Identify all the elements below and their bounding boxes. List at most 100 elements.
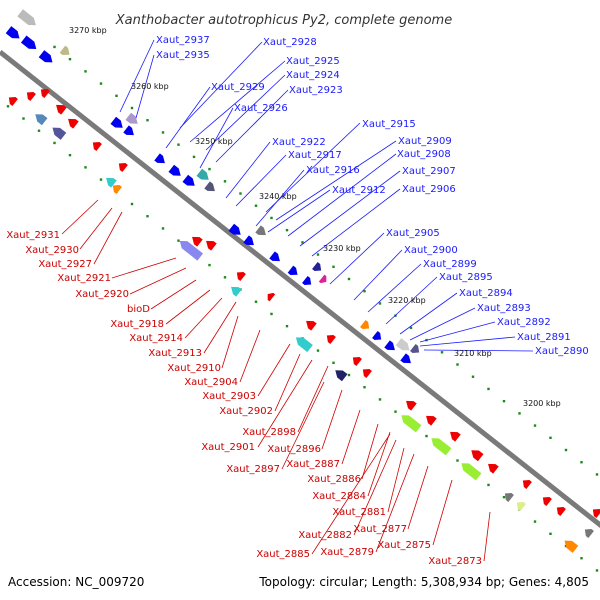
gene-arrow <box>306 320 317 331</box>
gene-label-minus[interactable]: Xaut_2884 <box>312 491 366 502</box>
gene-label-minus[interactable]: Xaut_2873 <box>428 556 482 567</box>
gene-label-plus[interactable]: Xaut_2899 <box>423 259 477 270</box>
leader-line <box>274 353 301 412</box>
gene-label-plus[interactable]: Xaut_2924 <box>286 70 340 81</box>
leader-line <box>165 289 211 325</box>
tick-dot <box>99 82 103 85</box>
tick-dot <box>53 45 56 49</box>
tick-dot <box>456 363 459 366</box>
gene-label-plus[interactable]: Xaut_2928 <box>263 37 317 48</box>
gene-arrow-shape <box>179 240 203 261</box>
gene-label-plus[interactable]: Xaut_2906 <box>402 184 456 195</box>
gene-label-plus[interactable]: Xaut_2895 <box>439 272 493 283</box>
gene-label-minus[interactable]: Xaut_2875 <box>377 540 431 551</box>
gene-arrow-shape <box>17 9 36 26</box>
gene-arrow-shape <box>564 540 579 553</box>
gene-features <box>5 9 600 553</box>
leader-line <box>375 453 415 553</box>
gene-arrow-shape <box>118 162 128 173</box>
gene-label-minus[interactable]: Xaut_2931 <box>6 230 60 241</box>
gene-label-plus[interactable]: Xaut_2900 <box>404 245 458 256</box>
gene-label-minus[interactable]: Xaut_2882 <box>298 530 352 541</box>
gene-label-minus[interactable]: Xaut_2877 <box>353 524 407 535</box>
gene-arrow <box>564 540 579 553</box>
tick-dot <box>378 302 382 305</box>
gene-label-plus[interactable]: Xaut_2929 <box>211 82 265 93</box>
gene-label-plus[interactable]: Xaut_2923 <box>289 85 343 96</box>
gene-label-plus[interactable]: Xaut_2935 <box>156 50 210 61</box>
gene-arrow <box>206 240 217 251</box>
gene-arrow <box>362 368 372 379</box>
tick-dot <box>84 166 87 169</box>
tick-dot <box>146 215 149 218</box>
tick-dot <box>502 399 506 403</box>
gene-label-minus[interactable]: bioD <box>127 304 150 315</box>
tick-dot <box>301 241 304 244</box>
tick-dot <box>223 276 227 279</box>
leader-line <box>275 140 397 221</box>
gene-arrow-shape <box>395 338 410 351</box>
gene-label-minus[interactable]: Xaut_2914 <box>129 333 183 344</box>
gene-label-plus[interactable]: Xaut_2892 <box>497 317 551 328</box>
gene-arrow <box>118 162 128 173</box>
gene-arrow <box>312 261 322 272</box>
tick-dot <box>347 373 351 377</box>
gene-label-minus[interactable]: Xaut_2886 <box>307 474 361 485</box>
gene-label-plus[interactable]: Xaut_2907 <box>402 166 456 177</box>
gene-label-plus[interactable]: Xaut_2890 <box>535 346 589 357</box>
tick-dot <box>332 361 335 364</box>
gene-label-plus[interactable]: Xaut_2912 <box>332 185 386 196</box>
gene-label-plus[interactable]: Xaut_2891 <box>517 332 571 343</box>
gene-label-plus[interactable]: Xaut_2893 <box>477 303 531 314</box>
gene-label-plus[interactable]: Xaut_2922 <box>272 137 326 148</box>
gene-label-minus[interactable]: Xaut_2897 <box>226 464 280 475</box>
gene-label-plus[interactable]: Xaut_2925 <box>286 56 340 67</box>
gene-label-plus[interactable]: Xaut_2905 <box>386 228 440 239</box>
gene-label-minus[interactable]: Xaut_2904 <box>184 377 238 388</box>
gene-arrow-shape <box>38 50 53 63</box>
tick-dot <box>549 532 552 535</box>
gene-label-minus[interactable]: Xaut_2901 <box>201 442 255 453</box>
gene-arrow-shape <box>26 91 36 102</box>
gene-label-plus[interactable]: Xaut_2916 <box>306 165 360 176</box>
gene-label-minus[interactable]: Xaut_2903 <box>202 391 256 402</box>
gene-label-minus[interactable]: Xaut_2881 <box>332 507 386 518</box>
gene-label-plus[interactable]: Xaut_2894 <box>459 288 513 299</box>
gene-label-minus[interactable]: Xaut_2887 <box>286 459 340 470</box>
leader-line <box>409 307 476 341</box>
gene-label-plus[interactable]: Xaut_2908 <box>397 149 451 160</box>
gene-arrow-shape <box>360 319 370 330</box>
gene-label-minus[interactable]: Xaut_2902 <box>219 406 273 417</box>
gene-arrow-shape <box>471 450 484 462</box>
leader-line <box>265 122 361 213</box>
leader-line <box>483 511 491 562</box>
gene-arrow <box>112 184 122 195</box>
tick-dot <box>68 57 72 61</box>
gene-label-minus[interactable]: Xaut_2921 <box>57 273 111 284</box>
gene-label-minus[interactable]: Xaut_2913 <box>148 348 202 359</box>
tick-dot <box>316 349 320 352</box>
tick-dot <box>471 375 475 378</box>
tick-dot <box>425 434 428 438</box>
gene-label-minus[interactable]: Xaut_2927 <box>38 259 92 270</box>
gene-label-minus[interactable]: Xaut_2885 <box>256 549 310 560</box>
leader-line <box>341 409 361 465</box>
gene-label-minus[interactable]: Xaut_2930 <box>25 245 79 256</box>
gene-label-plus[interactable]: Xaut_2926 <box>234 103 288 114</box>
gene-label-plus[interactable]: Xaut_2917 <box>288 150 342 161</box>
gene-label-minus[interactable]: Xaut_2918 <box>110 319 164 330</box>
gene-label-plus[interactable]: Xaut_2909 <box>398 136 452 147</box>
leader-line <box>179 41 263 129</box>
gene-label-minus[interactable]: Xaut_2896 <box>267 444 321 455</box>
gene-label-minus[interactable]: Xaut_2879 <box>320 547 374 558</box>
leader-line <box>189 60 286 143</box>
gene-label-minus[interactable]: Xaut_2920 <box>75 289 129 300</box>
gene-arrow-shape <box>516 501 526 512</box>
tick-dot <box>332 265 335 268</box>
gene-label-minus[interactable]: Xaut_2898 <box>242 427 296 438</box>
tick-dot <box>161 227 165 230</box>
gene-label-plus[interactable]: Xaut_2937 <box>156 35 210 46</box>
gene-label-plus[interactable]: Xaut_2915 <box>362 119 416 130</box>
gene-label-minus[interactable]: Xaut_2910 <box>167 363 221 374</box>
